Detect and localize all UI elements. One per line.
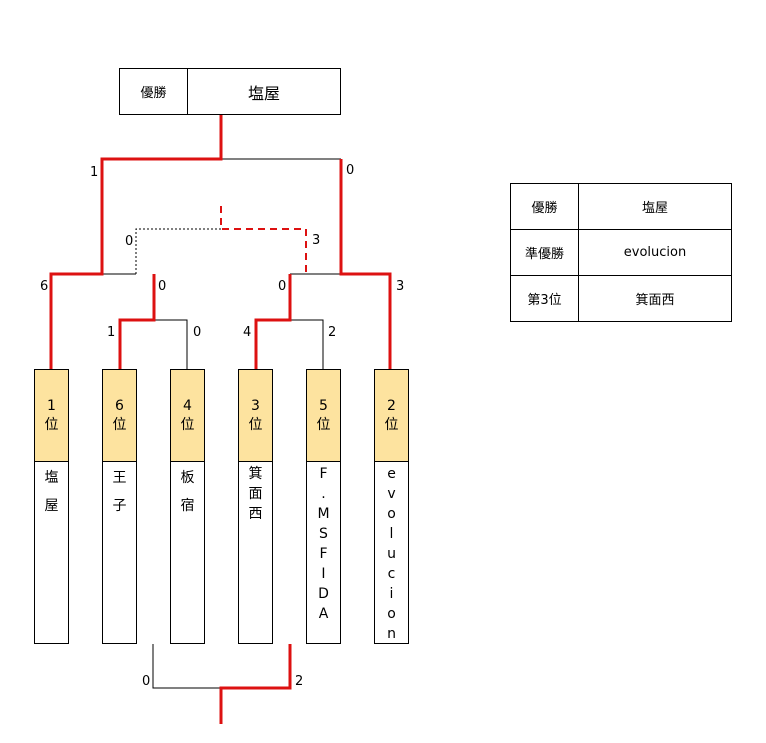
team-name-char: 王: [112, 470, 127, 486]
rank-suffix: 位: [44, 416, 59, 433]
team-name-char: I: [321, 566, 326, 582]
results-value-1: 塩屋: [579, 184, 731, 230]
results-value-3: 箕面西: [635, 293, 675, 308]
score-final-right: 0: [346, 163, 355, 178]
rank-number: 6: [115, 397, 124, 414]
rank-suffix: 位: [180, 416, 195, 433]
winner-line: [49, 115, 223, 369]
results-label-2: 準優勝: [511, 230, 579, 276]
rank-badge: 6 位: [103, 370, 136, 462]
team-name-char: e: [387, 466, 396, 482]
rank-suffix: 位: [316, 416, 331, 433]
team-2: 6 位 王子: [102, 369, 137, 644]
rank-suffix: 位: [384, 416, 399, 433]
team-name: 塩屋: [35, 462, 68, 520]
team-name-char: o: [387, 506, 396, 522]
rank-badge: 5 位: [307, 370, 340, 462]
team-name-char: 西: [248, 506, 263, 522]
champion-name: 塩屋: [247, 83, 280, 103]
score-r1-left-top: 1: [107, 325, 116, 340]
team-1: 1 位 塩屋: [34, 369, 69, 644]
score-qf2-right: 3: [396, 279, 405, 294]
results-table: 優勝 塩屋 準優勝 evolucion 第3位 箕面西: [510, 183, 732, 322]
team-name-char: n: [387, 626, 396, 642]
score-semi-right: 3: [312, 233, 321, 248]
rank-badge: 2 位: [375, 370, 408, 462]
score-r1-left-bottom: 0: [193, 325, 202, 340]
team-name-char: 塩: [44, 470, 59, 486]
team-name-char: D: [318, 586, 329, 602]
team-name-char: u: [387, 546, 396, 562]
champion-label: 優勝: [120, 69, 188, 114]
bracket-line: [290, 319, 324, 369]
team-name-char: S: [319, 526, 328, 542]
score-r1-right-top: 4: [243, 325, 252, 340]
team-3: 4 位 板宿: [170, 369, 205, 644]
score-third-left: 0: [142, 674, 151, 689]
team-name-char: F: [319, 546, 328, 562]
bracket-line-dotted: [135, 228, 221, 274]
rank-badge: 1 位: [35, 370, 68, 462]
champion-box: 優勝 塩屋: [119, 68, 341, 115]
score-qf1-right: 0: [158, 279, 167, 294]
results-label-1: 優勝: [511, 184, 579, 230]
team-name-char: A: [318, 606, 329, 622]
team-name-char: 箕: [248, 466, 263, 482]
team-name-char: c: [387, 566, 396, 582]
winner-line: [254, 274, 292, 369]
team-name-char: M: [317, 506, 330, 522]
rank-number: 4: [183, 397, 192, 414]
score-qf2-left: 0: [278, 279, 287, 294]
rank-number: 5: [319, 397, 328, 414]
team-name-char: l: [389, 526, 394, 542]
rank-number: 1: [47, 397, 56, 414]
score-qf1-left: 6: [40, 279, 49, 294]
team-name-char: i: [389, 586, 394, 602]
team-name: 箕面西: [239, 462, 272, 524]
bracket-line: [154, 319, 188, 369]
team-4: 3 位 箕面西: [238, 369, 273, 644]
team-name: 板宿: [171, 462, 204, 520]
team-name: 王子: [103, 462, 136, 520]
team-name-char: o: [387, 606, 396, 622]
winner-line: [118, 274, 156, 369]
score-final-left: 1: [90, 165, 99, 180]
bracket-line: [152, 644, 221, 689]
score-semi-left: 0: [125, 234, 134, 249]
results-label-3: 第3位: [511, 276, 579, 321]
score-third-right: 2: [295, 674, 304, 689]
rank-badge: 3 位: [239, 370, 272, 462]
winner-line: [219, 644, 292, 724]
rank-number: 3: [251, 397, 260, 414]
team-name-char: 子: [112, 498, 127, 514]
team-name-char: F: [319, 466, 328, 482]
team-name-char: 面: [248, 486, 263, 502]
rank-badge: 4 位: [171, 370, 204, 462]
rank-suffix: 位: [248, 416, 263, 433]
rank-suffix: 位: [112, 416, 127, 433]
score-r1-right-bottom: 2: [328, 325, 337, 340]
winner-line-dashed: [220, 206, 307, 274]
team-name-char: .: [321, 486, 326, 502]
team-name-char: 板: [180, 470, 195, 486]
winner-line: [339, 159, 392, 369]
team-name-char: 宿: [180, 498, 195, 514]
team-name-char: v: [387, 486, 396, 502]
results-value-2: evolucion: [579, 230, 731, 276]
rank-number: 2: [387, 397, 396, 414]
team-name-char: 屋: [44, 498, 59, 514]
